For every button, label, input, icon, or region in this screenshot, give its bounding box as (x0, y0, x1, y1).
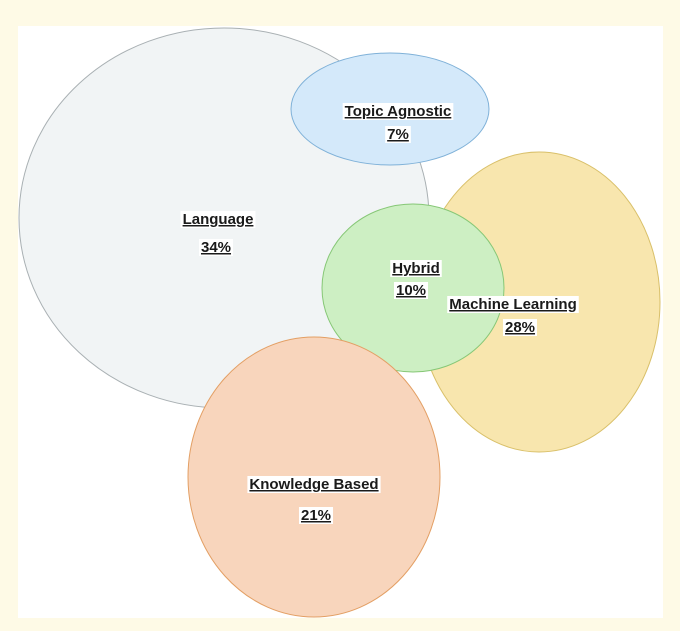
label-highlight (180, 211, 256, 228)
topic-agnostic-label: Topic Agnostic (345, 103, 452, 120)
knowledge-based-label: Knowledge Based (249, 476, 378, 493)
hybrid-value: 10% (396, 282, 426, 299)
language-value: 34% (201, 239, 231, 256)
language-label: Language (183, 211, 254, 228)
topic-agnostic-value: 7% (387, 126, 409, 143)
label-highlight (247, 476, 381, 493)
label-highlight (447, 296, 579, 313)
label-highlight (393, 282, 429, 299)
label-highlight (390, 260, 442, 277)
label-highlight (502, 319, 538, 336)
machine-learning-value: 28% (505, 319, 535, 336)
label-highlight (198, 239, 234, 256)
label-highlight (298, 507, 334, 524)
label-highlight (342, 103, 454, 120)
hybrid-label: Hybrid (392, 260, 440, 277)
knowledge-based-value: 21% (301, 507, 331, 524)
machine-learning-label: Machine Learning (449, 296, 577, 313)
label-highlight (385, 126, 411, 143)
